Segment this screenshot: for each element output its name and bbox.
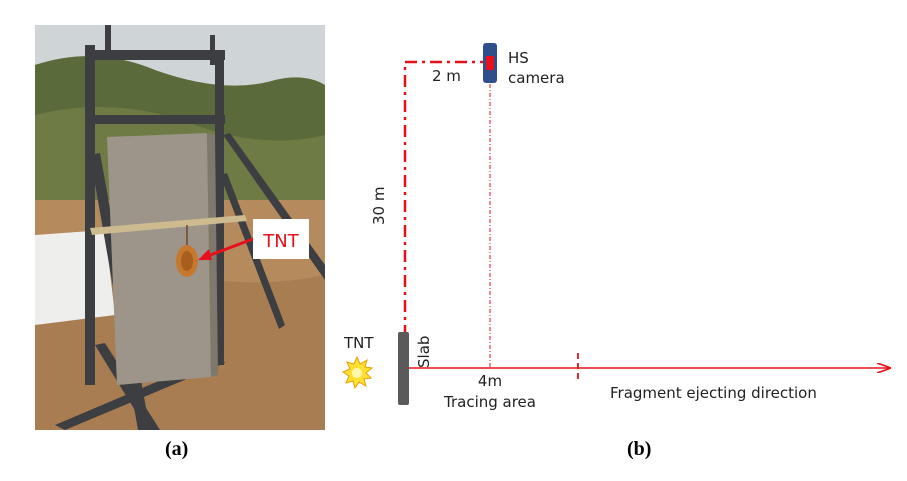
hs-camera-label: HS xyxy=(508,49,529,67)
caption-a: (a) xyxy=(165,438,189,460)
hs-camera-label-2: camera xyxy=(508,69,565,87)
tnt-diagram-label: TNT xyxy=(343,334,374,352)
tracing-area-label: Tracing area xyxy=(443,393,536,411)
wooden-stick xyxy=(90,215,247,235)
test-setup-photo: TNT xyxy=(35,25,325,430)
slab-icon xyxy=(398,332,409,405)
distance-4m-label: 4m xyxy=(478,372,502,390)
concrete-slab xyxy=(107,133,211,385)
tnt-photo-label: TNT xyxy=(262,231,299,252)
tnt-label-box xyxy=(253,219,309,259)
test-layout-diagram: HS camera 2 m 30 m Slab TNT 4m Tracing a… xyxy=(341,43,900,411)
fragment-direction-label: Fragment ejecting direction xyxy=(610,384,817,402)
caption-b: (b) xyxy=(627,438,652,460)
tarp xyxy=(35,230,115,325)
tnt-arrow xyxy=(204,237,254,259)
slab-label: Slab xyxy=(415,336,433,368)
distance-2m-label: 2 m xyxy=(432,67,461,85)
distance-30m-line xyxy=(403,60,485,337)
distance-30m-label: 30 m xyxy=(370,187,388,225)
